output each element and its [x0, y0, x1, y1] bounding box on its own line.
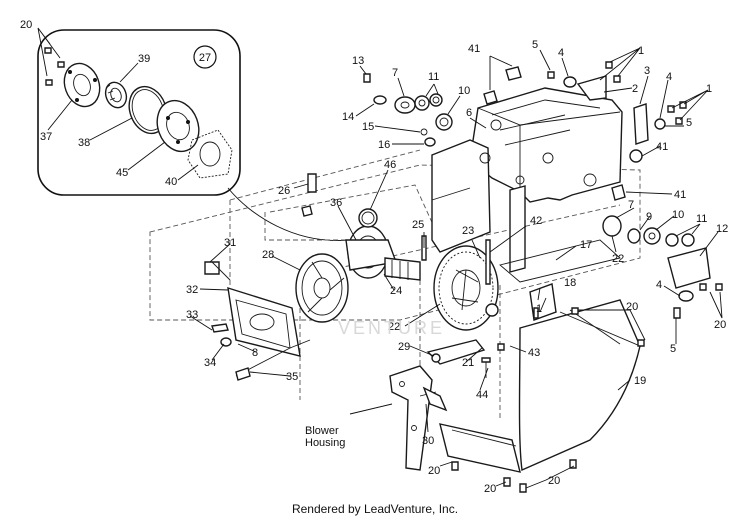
callout-33: 33	[186, 309, 198, 321]
callout-18: 18	[564, 277, 576, 289]
callout-6: 6	[466, 107, 472, 119]
callout-21: 21	[462, 357, 474, 369]
part-45-plate	[156, 99, 200, 153]
callout-17: 17	[580, 239, 592, 251]
mid-linkage	[426, 283, 557, 378]
callout-31: 31	[224, 237, 236, 249]
callout-40: 40	[165, 176, 177, 188]
callout-30: 30	[422, 435, 434, 447]
callout-41-top: 41	[468, 43, 480, 55]
part-32-belt-guard	[204, 261, 311, 381]
callout-13: 13	[352, 55, 364, 67]
callout-11-right: 11	[696, 213, 707, 225]
part-19-scraper	[518, 299, 645, 472]
footer-credit: Rendered by LeadVenture, Inc.	[292, 502, 458, 516]
inset-badge	[193, 45, 217, 69]
part-6-gearbox-housing	[431, 87, 623, 283]
inset-badge-text: 27	[199, 52, 211, 64]
callout-4-right: 4	[666, 71, 672, 83]
callout-12: 12	[716, 223, 728, 235]
callout-25: 25	[412, 219, 424, 231]
callout-42: 42	[530, 215, 542, 227]
callout-20-inset: 20	[20, 19, 32, 31]
watermark: VENTURE	[338, 318, 445, 338]
part-40-gasket	[187, 129, 233, 179]
callout-8-left: 8	[252, 347, 258, 359]
callout-45: 45	[116, 167, 128, 179]
callout-9: 9	[646, 211, 652, 223]
callout-5-right: 5	[686, 117, 692, 129]
callout-2: 2	[632, 83, 638, 95]
callout-5-top: 5	[532, 39, 538, 51]
callout-46: 46	[384, 159, 396, 171]
right-bearing-stack	[602, 184, 723, 319]
callout-14: 14	[342, 111, 354, 123]
callout-41-mid: 41	[674, 189, 686, 201]
callout-16: 16	[378, 139, 390, 151]
callout-1-mid: 1	[536, 303, 542, 315]
callout-44: 44	[476, 389, 488, 401]
part-28-pulley	[295, 253, 349, 323]
callout-43: 43	[528, 347, 540, 359]
callout-36: 36	[330, 197, 342, 209]
callout-1-top: 1	[638, 45, 644, 57]
callout-4-bottom-right: 4	[656, 279, 662, 291]
part-20-screws	[44, 47, 65, 86]
callout-35: 35	[286, 371, 298, 383]
callout-8-right: 22	[612, 253, 624, 265]
part-24-auger-pulley-assembly	[301, 173, 421, 281]
callout-23: 23	[462, 225, 474, 237]
callout-41-right: 41	[656, 141, 668, 153]
callout-24: 24	[390, 285, 402, 297]
callout-7-top: 7	[392, 67, 398, 79]
callout-10-right: 10	[672, 209, 684, 221]
callout-37: 37	[40, 131, 52, 143]
callout-20-bottom-right: 20	[548, 475, 560, 487]
callout-20-bottom-left: 20	[428, 465, 440, 477]
callout-7-right: 7	[628, 199, 634, 211]
callout-20-bottom: 20	[484, 483, 496, 495]
callout-22: 22	[388, 321, 400, 333]
callout-5-bottom-right: 5	[670, 343, 676, 355]
callout-15: 15	[362, 121, 374, 133]
part-39-bearing	[104, 81, 128, 109]
callout-20-right: 20	[714, 319, 726, 331]
inset-panel: 27	[37, 27, 351, 241]
callout-10-top: 10	[458, 85, 470, 97]
callout-4-top: 4	[558, 47, 564, 59]
callout-19: 19	[634, 375, 646, 387]
callout-11-top: 11	[428, 71, 439, 83]
callout-20-mid: 20	[626, 301, 638, 313]
callout-38: 38	[78, 137, 90, 149]
blower-housing-label-line1: Blower	[305, 425, 339, 437]
callout-26: 26	[278, 185, 290, 197]
callout-34: 34	[204, 357, 216, 369]
blower-housing-label-line2: Housing	[305, 437, 345, 449]
part-37-flange	[63, 62, 101, 108]
callout-32: 32	[186, 284, 198, 296]
callout-39: 39	[138, 53, 150, 65]
callout-3: 3	[644, 65, 650, 77]
callout-28: 28	[262, 249, 274, 261]
callout-numbers: 20 39 37 38 45 40 13 7 11 14 15 16 10 6 …	[20, 19, 728, 495]
leader-lines	[189, 47, 723, 489]
part-22-gear	[421, 235, 499, 331]
callout-29: 29	[398, 341, 410, 353]
callout-1-right: 1	[706, 83, 712, 95]
part-30-blower-bracket	[389, 365, 577, 493]
